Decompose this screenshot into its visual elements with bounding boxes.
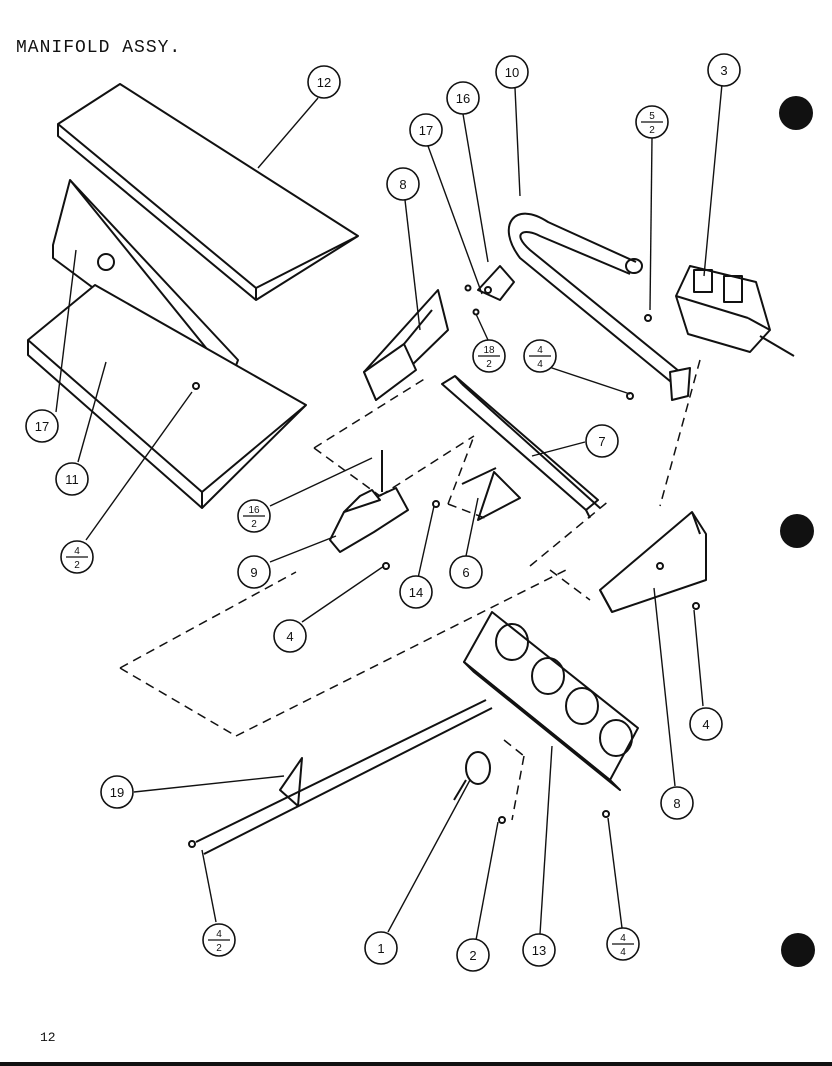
callout-4-over-4: 4 4 [606,927,640,961]
callout-label: 12 [317,75,331,90]
page-number: 12 [40,1030,56,1045]
callout-label: 11 [65,472,79,487]
callout-4: 4 [273,619,307,653]
part-9-igniter [329,450,409,553]
callout-bottom: 2 [486,359,492,370]
callout-label: 17 [35,419,49,434]
burner-port-4 [599,719,633,757]
callout-10: 10 [495,55,529,89]
callout-7: 7 [585,424,619,458]
part-3-gas-valve [675,265,795,357]
screws [188,314,700,848]
callout-bottom: 4 [620,947,626,958]
callout-top: 4 [620,933,626,944]
diagram-title: MANIFOLD ASSY. [16,38,182,58]
callout-14: 14 [399,575,433,609]
callout-top: 18 [483,345,495,356]
callout-16: 16 [446,81,480,115]
callout-label: 10 [505,65,519,80]
callout-bottom: 4 [537,359,543,370]
callout-label: 7 [598,434,605,449]
callout-bottom: 2 [251,519,257,530]
burner-port-3 [565,687,599,725]
callout-17: 17 [25,409,59,443]
callout-4-over-4: 4 4 [523,339,557,373]
callout-9: 9 [237,555,271,589]
part-16-small-bracket [464,265,515,316]
part-8-right-bracket [599,511,707,613]
callout-label: 17 [419,123,433,138]
part-6-sensor [461,467,521,521]
callout-3: 3 [707,53,741,87]
binder-hole-top [779,96,813,130]
callout-label: 4 [702,717,709,732]
callout-top: 5 [649,111,655,122]
leader-lines [55,83,723,941]
binder-hole-bottom [781,933,815,967]
callout-16-over-2: 16 2 [237,499,271,533]
panel-hole [97,253,115,271]
callout-label: 9 [250,565,257,580]
callout-13: 13 [522,933,556,967]
callout-bottom: 2 [649,125,655,136]
part-8-left-bracket [363,289,449,401]
callout-17: 17 [409,113,443,147]
callout-top: 16 [248,505,260,516]
callout-label: 6 [462,565,469,580]
callout-label: 3 [720,63,727,78]
callout-top: 4 [216,929,222,940]
part-11-bottom-panel [27,284,307,509]
part-17-side-panel [52,179,239,389]
callout-label: 1 [377,941,384,956]
callout-8: 8 [660,786,694,820]
binder-hole-middle [780,514,814,548]
callout-6: 6 [449,555,483,589]
callout-bottom: 2 [74,560,80,571]
burner-port-2 [531,657,565,695]
callout-8: 8 [386,167,420,201]
callout-1: 1 [364,931,398,965]
callout-5-over-2: 5 2 [635,105,669,139]
callout-bottom: 2 [216,943,222,954]
burner-port-1 [495,623,529,661]
callout-11: 11 [55,462,89,496]
callout-top: 4 [74,546,80,557]
part-1-orifice [453,751,491,801]
part-12-top-panel [57,83,359,301]
callout-label: 8 [399,177,406,192]
part-19-rod [195,699,493,855]
callout-label: 13 [532,943,546,958]
callout-4-over-2: 4 2 [60,540,94,574]
bottom-border [0,1062,832,1066]
callout-19: 19 [100,775,134,809]
callout-18-over-2: 18 2 [472,339,506,373]
assembly-guides [119,359,701,821]
callout-4-over-2: 4 2 [202,923,236,957]
callout-top: 4 [537,345,543,356]
callout-label: 16 [456,91,470,106]
callout-label: 14 [409,585,423,600]
callout-label: 4 [286,629,293,644]
part-7-manifold-bar [441,375,601,519]
callout-4: 4 [689,707,723,741]
callout-2: 2 [456,938,490,972]
callout-label: 2 [469,948,476,963]
part-10-gas-tube [507,212,691,401]
callout-label: 8 [673,796,680,811]
part-13-burner-plate [463,611,639,791]
binder-holes [779,96,815,967]
callout-12: 12 [307,65,341,99]
callout-label: 19 [110,785,124,800]
